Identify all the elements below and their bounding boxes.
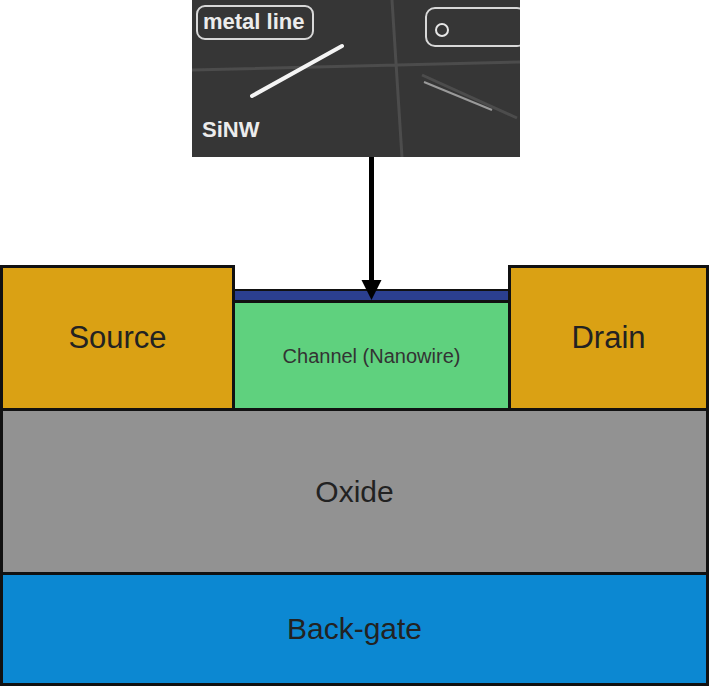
back-gate-layer: Back-gate xyxy=(0,572,709,686)
arrow-head xyxy=(362,280,382,300)
node-label: Channel (Nanowire) xyxy=(283,344,461,368)
node-label: Back-gate xyxy=(287,611,422,647)
second-wire xyxy=(424,82,492,110)
image-label: metal line xyxy=(196,5,314,40)
pointer-arrow xyxy=(362,157,382,300)
contact-circle xyxy=(436,24,448,36)
wire-label: SiNW xyxy=(202,117,259,143)
sem-image: metal lineSiNW xyxy=(192,0,520,157)
arrow-shaft xyxy=(369,157,374,284)
nanowire-line xyxy=(252,46,342,96)
drain-box: Drain xyxy=(508,265,709,411)
metal-pad-outline xyxy=(426,8,520,46)
faint-lines xyxy=(192,0,520,157)
node-label: Drain xyxy=(571,319,645,356)
source-box: Source xyxy=(0,265,235,411)
sem-ground xyxy=(192,0,520,157)
node-label: Oxide xyxy=(315,474,393,510)
oxide-layer: Oxide xyxy=(0,408,709,575)
node-label: Source xyxy=(68,319,166,356)
channel-box: Channel (Nanowire) xyxy=(232,300,511,411)
